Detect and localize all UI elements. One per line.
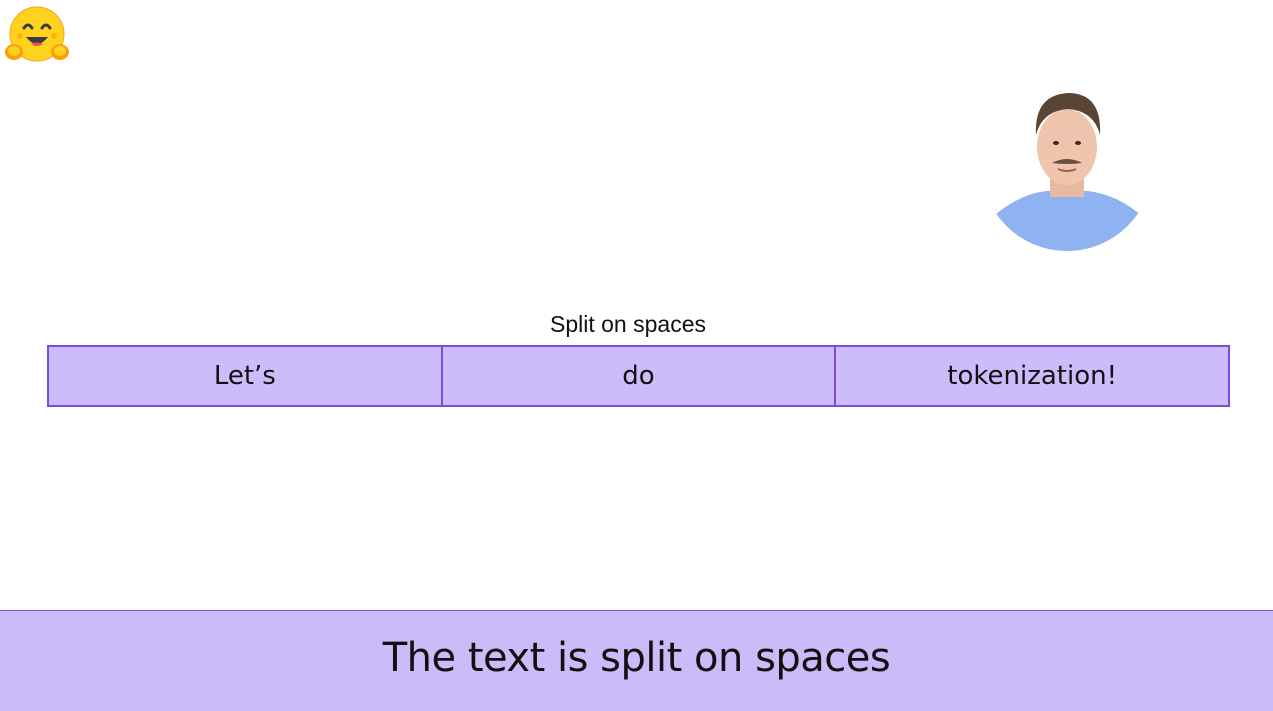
presenter-avatar-icon — [982, 93, 1152, 251]
hugging-face-emoji-icon — [5, 6, 69, 62]
section-title: Split on spaces — [550, 311, 706, 337]
presenter-video — [980, 75, 1155, 255]
caption-text: The text is split on spaces — [382, 635, 891, 681]
hugging-face-logo — [4, 4, 70, 66]
caption-bar: The text is split on spaces — [0, 610, 1273, 711]
token-box: Let’s — [213, 361, 276, 391]
token-box: tokenization! — [834, 347, 1228, 405]
token-box: do — [440, 347, 835, 405]
token-row: Let’s do tokenization! — [47, 345, 1230, 407]
